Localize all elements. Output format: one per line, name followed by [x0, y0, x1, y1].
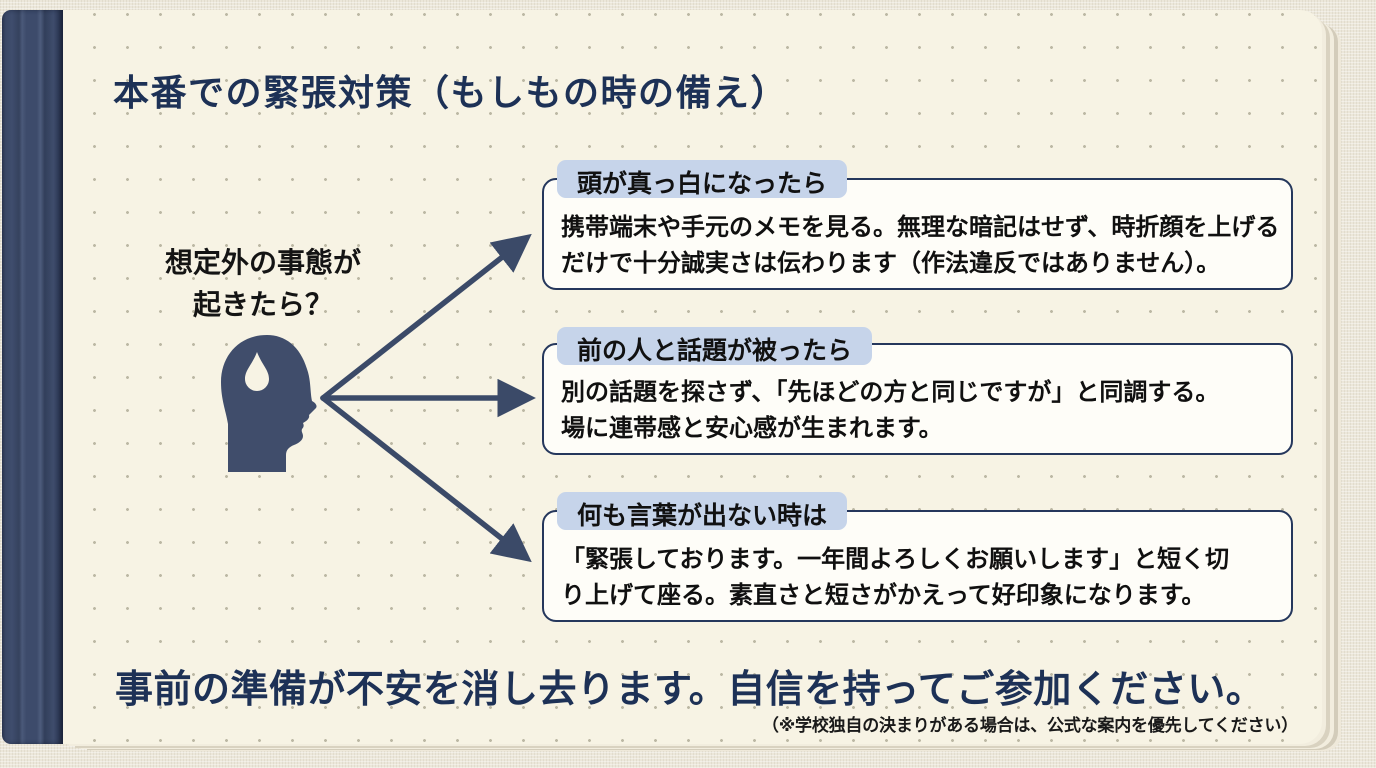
card-1-line1: 携帯端末や手元のメモを見る。無理な暗記はせず、時折顔を上げる: [561, 214, 1280, 241]
notebook-spine: [2, 10, 63, 744]
arrow-to-card-3: [320, 395, 532, 563]
card-3-line1: 「緊張しております。一年間よろしくお願いします」と短く切: [561, 546, 1230, 573]
page-title: 本番での緊張対策（もしもの時の備え）: [113, 73, 789, 113]
notebook-page: 本番での緊張対策（もしもの時の備え） 想定外の事態が 起きたら？ 頭が真っ白にな…: [63, 10, 1322, 744]
card-1-line2: だけで十分誠実さは伝わります（作法違反ではありません）。: [561, 250, 1221, 277]
trigger-question: 想定外の事態が 起きたら？: [138, 242, 388, 326]
trigger-question-line1: 想定外の事態が: [164, 247, 361, 278]
worried-head-icon: [221, 335, 317, 472]
card-3-body: 「緊張しております。一年間よろしくお願いします」と短く切 り上げて座る。素直さと…: [544, 512, 1291, 622]
arrow-to-card-1: [320, 233, 532, 401]
card-2-body: 別の話題を探さず、「先ほどの方と同じですが」と同調する。 場に連帯感と安心感が生…: [544, 345, 1291, 455]
card-2-line2: 場に連帯感と安心感が生まれます。: [561, 415, 943, 442]
sweat-drop-icon: [245, 352, 269, 391]
card-2-line1: 別の話題を探さず、「先ほどの方と同じですが」と同調する。: [561, 379, 1220, 406]
footer-message: 事前の準備が不安を消し去ります。自信を持ってご参加ください。: [115, 669, 1265, 711]
card-1-badge: 頭が真っ白になったら: [557, 160, 848, 198]
notebook: 本番での緊張対策（もしもの時の備え） 想定外の事態が 起きたら？ 頭が真っ白にな…: [2, 10, 1322, 744]
footer-note: （※学校独自の決まりがある場合は、公式な案内を優先してください）: [761, 716, 1298, 735]
card-3-badge: 何も言葉が出ない時は: [557, 492, 848, 530]
branch-arrows: [320, 233, 536, 563]
card-3-line2: り上げて座る。素直さと短さがかえって好印象になります。: [561, 582, 1206, 609]
card-2-badge: 前の人と話題が被ったら: [557, 327, 873, 365]
card-3: 「緊張しております。一年間よろしくお願いします」と短く切 り上げて座る。素直さと…: [542, 510, 1293, 622]
trigger-question-line2: 起きたら？: [192, 289, 333, 320]
card-1-body: 携帯端末や手元のメモを見る。無理な暗記はせず、時折顔を上げる だけで十分誠実さは…: [544, 180, 1291, 290]
